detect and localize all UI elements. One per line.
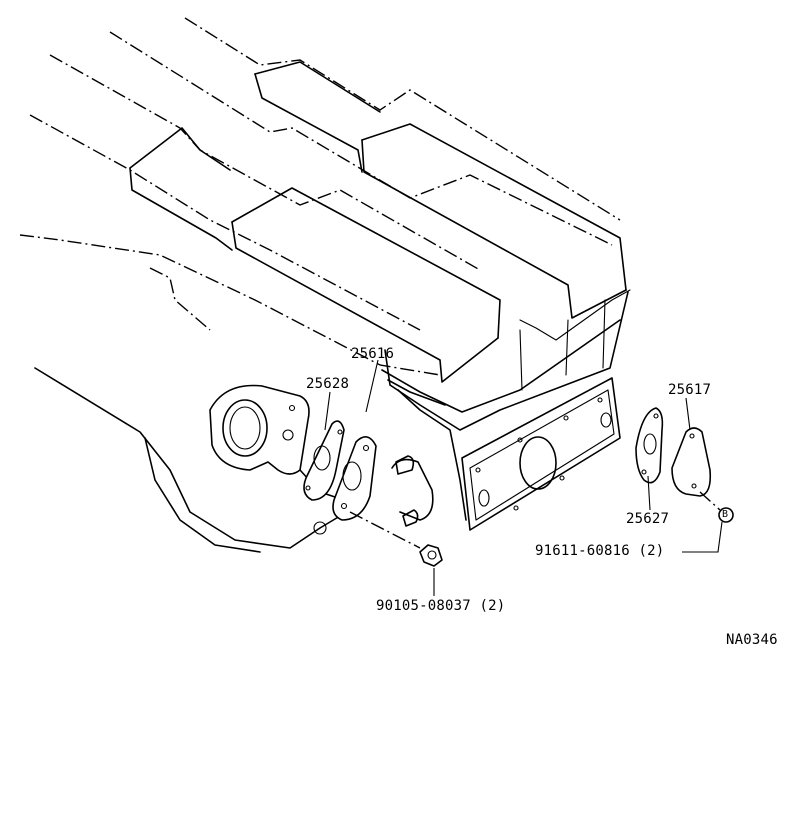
alignment-lines (349, 491, 721, 549)
nut-marker-letter: B (722, 509, 729, 520)
gasket-25628 (303, 420, 345, 501)
mounting-flange (461, 377, 621, 531)
gasket-25627 (635, 407, 664, 484)
manifold-port (34, 367, 351, 553)
plate-25617 (671, 427, 712, 497)
label-25616: 25616 (351, 346, 395, 362)
label-nut-91611: 91611-60816 (2) (535, 543, 665, 559)
label-25628: 25628 (306, 376, 350, 392)
intake-runners-outline (19, 17, 621, 376)
label-bolt-90105: 90105-08037 (2) (376, 598, 506, 614)
plenum-blocks (129, 61, 631, 383)
label-25627: 25627 (626, 511, 670, 527)
label-25617: 25617 (668, 382, 712, 398)
nut-marker-circle (718, 507, 734, 523)
flange-25616 (332, 436, 377, 521)
intake-housing (381, 291, 629, 521)
diagram-code: NA0346 (726, 632, 778, 648)
side-port (391, 455, 434, 527)
bolt-90105 (419, 544, 443, 567)
leader-lines (324, 359, 723, 596)
